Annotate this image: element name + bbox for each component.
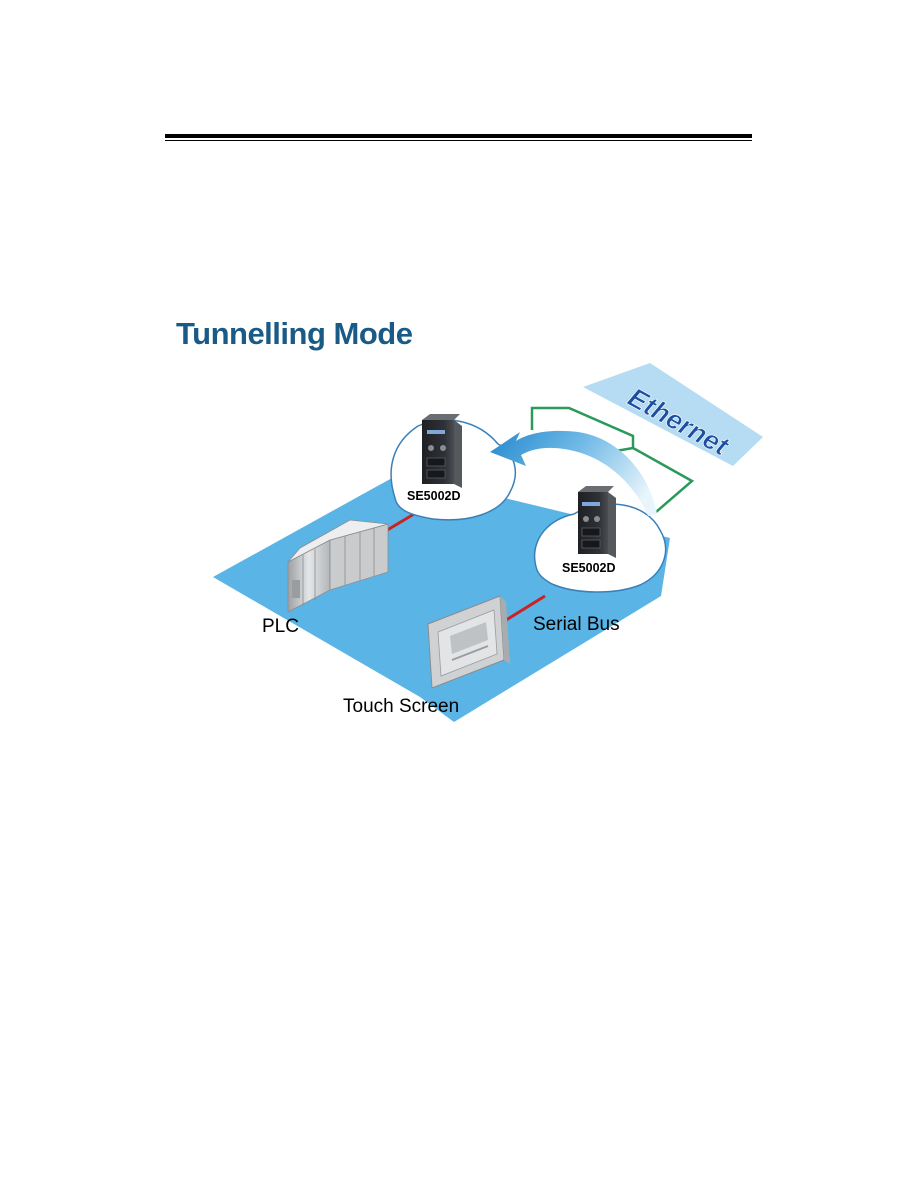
header-rule-thin [165, 140, 752, 141]
se5002d-device-top [422, 414, 462, 488]
device-label-right: SE5002D [562, 561, 616, 575]
diagram-title: Tunnelling Mode [176, 316, 413, 351]
header-rule-thick [165, 134, 752, 138]
device-label-top: SE5002D [407, 489, 461, 503]
serial-bus-label: Serial Bus [533, 614, 620, 635]
plc-label: PLC [262, 616, 299, 637]
plc-cabinets [287, 519, 389, 613]
ethernet-band [583, 363, 763, 466]
touchscreen-serial-cable [502, 594, 546, 624]
tunnel-arrow [490, 430, 657, 516]
touch-screen [427, 595, 510, 689]
se5002d-device-right [578, 486, 616, 558]
touch-screen-label: Touch Screen [343, 696, 459, 717]
